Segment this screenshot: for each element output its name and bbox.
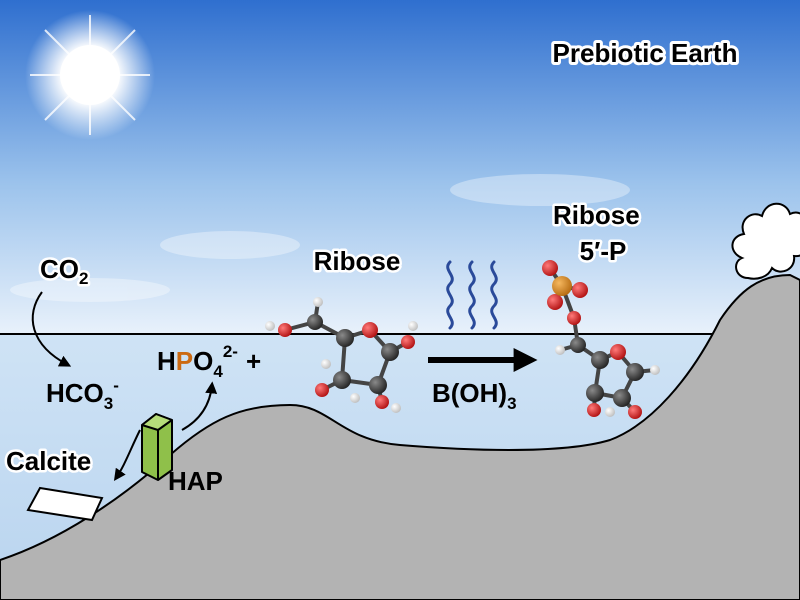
hydrogen-atom (265, 321, 275, 331)
oxygen-atom (315, 383, 329, 397)
hydrogen-atom (313, 297, 323, 307)
hydrogen-atom (605, 407, 615, 417)
heat-waves-icon (446, 260, 498, 330)
carbon-atom (369, 376, 387, 394)
carbon-atom (626, 363, 644, 381)
oxygen-atom (567, 311, 581, 325)
hydrogen-atom (408, 321, 418, 331)
carbon-atom (307, 314, 323, 330)
hco3-label: HCO3- (46, 376, 119, 413)
oxygen-atom (587, 403, 601, 417)
oxygen-atom (547, 294, 563, 310)
hydrogen-atom (350, 393, 360, 403)
carbon-atom (570, 337, 586, 353)
hap-to-calcite-arrow (113, 429, 141, 481)
hap-to-hpo4-arrow (181, 381, 218, 431)
co2-to-hco3-arrow (31, 291, 72, 367)
calcite-crystal-icon (26, 486, 104, 522)
ribose-label: Ribose (314, 246, 401, 276)
hap-label: HAP (168, 466, 223, 496)
co2-label: CO2 (40, 254, 88, 288)
oxygen-atom (362, 322, 378, 338)
hydrogen-atom (650, 365, 660, 375)
hpo4-label: HPO42-+ (157, 342, 261, 381)
ribose-molecule (265, 297, 418, 413)
oxygen-atom (278, 323, 292, 337)
ribose-5-phosphate-molecule (542, 260, 660, 419)
carbon-atom (591, 351, 609, 369)
carbon-atom (333, 371, 351, 389)
carbon-atom (586, 384, 604, 402)
oxygen-atom (572, 282, 588, 298)
boron-catalyst-label: B(OH)3 (432, 378, 517, 413)
carbon-atom (613, 389, 631, 407)
sun-icon (25, 10, 155, 140)
carbon-atom (381, 343, 399, 361)
hydrogen-atom (321, 359, 331, 369)
oxygen-atom (375, 395, 389, 409)
oxygen-atom (628, 405, 642, 419)
page-title: Prebiotic Earth (553, 38, 738, 68)
volcano-smoke-icon (731, 202, 800, 280)
phosphorus-atom (552, 276, 572, 296)
carbon-atom (336, 329, 354, 347)
sky-clouds (10, 174, 630, 302)
hydrogen-atom (391, 403, 401, 413)
oxygen-atom (610, 344, 626, 360)
hap-crystal-icon (141, 413, 173, 481)
calcite-label: Calcite (6, 446, 91, 476)
oxygen-atom (542, 260, 558, 276)
hydrogen-atom (555, 345, 565, 355)
oxygen-atom (401, 335, 415, 349)
ribose-5p-label: Ribose 5′-P (553, 200, 647, 266)
